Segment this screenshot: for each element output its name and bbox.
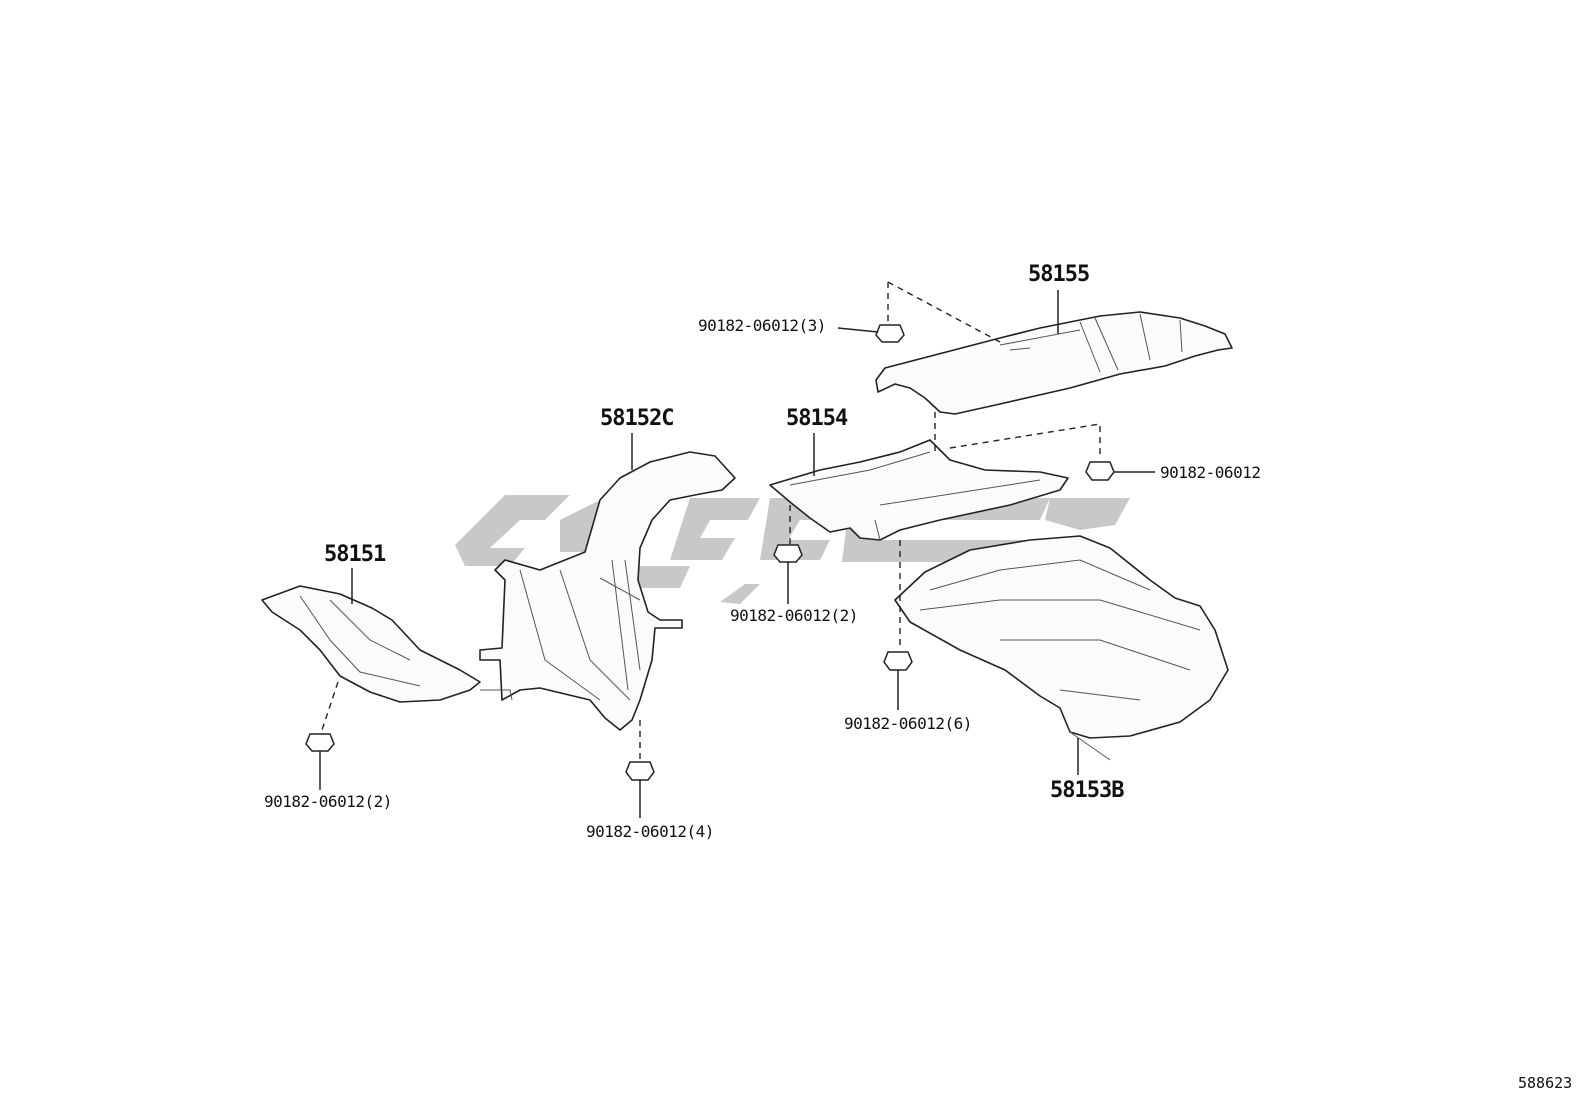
label-fastener-lower: 90182-06012(6)	[844, 714, 972, 733]
label-fastener-center: 90182-06012(4)	[586, 822, 714, 841]
part-58155-shape	[875, 311, 1233, 415]
label-58153b: 58153B	[1050, 778, 1124, 803]
label-58154: 58154	[786, 406, 848, 431]
label-fastener-left: 90182-06012(2)	[264, 792, 392, 811]
label-fastener-top: 90182-06012(3)	[698, 316, 826, 335]
diagram-code: 588623	[1518, 1074, 1573, 1092]
label-58155: 58155	[1028, 262, 1090, 287]
clip-fasteners	[305, 324, 1115, 781]
label-fastener-right: 90182-06012	[1160, 463, 1261, 482]
part-58154-shape	[769, 439, 1069, 541]
part-58153b-shape	[894, 535, 1229, 761]
part-58152c-shape	[479, 451, 736, 731]
label-fastener-mid: 90182-06012(2)	[730, 606, 858, 625]
label-58152c: 58152C	[600, 406, 674, 431]
part-58151-shape	[261, 585, 481, 703]
connector-lines	[321, 281, 1101, 760]
leader-lines	[319, 290, 1155, 818]
label-58151: 58151	[324, 542, 386, 567]
